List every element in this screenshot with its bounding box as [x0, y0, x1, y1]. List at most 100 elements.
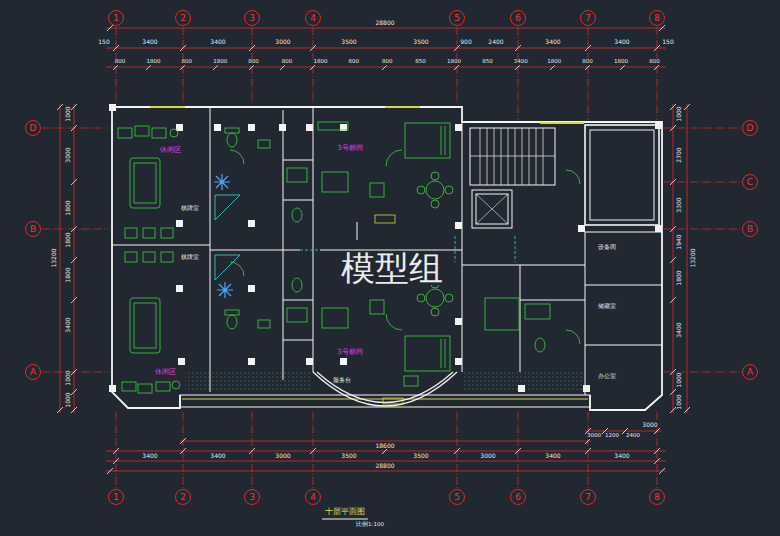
stair-steps — [470, 128, 555, 185]
dimension-text: 1800 — [65, 199, 71, 216]
scale-note: 比例1:100 — [355, 522, 385, 528]
dimension-text: 800 — [247, 59, 260, 65]
dimension-text: 600 — [348, 59, 361, 65]
dimension-text: 3500 — [340, 39, 357, 45]
dimension-text: 1800 — [145, 59, 161, 65]
axis-label: D — [747, 124, 754, 133]
axis-bubble: D — [742, 120, 758, 136]
room-name: 储藏室 — [597, 303, 617, 309]
balcony — [180, 372, 590, 407]
balcony-rail — [182, 399, 588, 400]
axis-bubble: 8 — [649, 489, 665, 505]
balcony-slab — [180, 395, 590, 407]
axis-label: 6 — [515, 493, 521, 502]
dimension-text: 800 — [648, 59, 661, 65]
walls — [112, 107, 662, 410]
axis-bubble: 6 — [510, 489, 526, 505]
dimension-lines — [57, 25, 690, 474]
planter-hatch — [462, 372, 582, 392]
dimension-text: 1800 — [546, 59, 562, 65]
axis-bubble: B — [25, 221, 41, 237]
dimension-text: 900 — [459, 39, 472, 45]
axis-bubble: A — [25, 364, 41, 380]
dimension-text: 1800 — [676, 269, 682, 286]
axis-label: A — [30, 368, 36, 377]
grid-lines — [42, 27, 741, 488]
elevator-cross — [476, 194, 508, 224]
dimension-text: 3000 — [479, 453, 496, 459]
inner-wall — [112, 107, 662, 395]
dimension-text: 2400 — [625, 433, 641, 439]
room-name: 办公室 — [597, 373, 617, 379]
axis-bubble: A — [742, 364, 758, 380]
dimension-text: 800 — [114, 59, 127, 65]
drawing-title: 十层平面图 — [324, 508, 366, 516]
axis-label: 6 — [515, 14, 521, 23]
dimension-text: 3400 — [513, 59, 529, 65]
dimension-text: 1000 — [676, 105, 682, 122]
axis-bubble: 4 — [305, 489, 321, 505]
axis-label: 8 — [654, 14, 660, 23]
dimension-text: 3400 — [544, 453, 561, 459]
dimension-text: 3500 — [412, 453, 429, 459]
axis-bubble: 2 — [175, 489, 191, 505]
dimension-text: 3400 — [141, 39, 158, 45]
axis-bubble: D — [25, 120, 41, 136]
dimension-text: 800 — [181, 59, 194, 65]
dimension-text: 3500 — [412, 39, 429, 45]
dimension-text: 3000 — [641, 422, 658, 428]
room-name: 3号标间 — [336, 145, 363, 152]
dimension-line — [60, 104, 687, 413]
axis-label: 2 — [180, 493, 186, 502]
axis-label: A — [747, 368, 753, 377]
dimension-text: 1940 — [676, 233, 682, 250]
elevator — [472, 190, 512, 228]
dimension-text: 850 — [481, 59, 494, 65]
axis-label: 5 — [454, 493, 460, 502]
dimension-text: 3500 — [340, 453, 357, 459]
dimension-text: 150 — [661, 39, 674, 45]
dimension-text: 1000 — [65, 105, 71, 122]
dimension-text: 3000 — [274, 39, 291, 45]
dimension-text: 13200 — [51, 247, 57, 268]
dimension-text: 1800 — [65, 266, 71, 283]
room-name: 休闲区 — [159, 147, 182, 154]
furniture — [118, 122, 580, 404]
axis-bubble: 7 — [580, 489, 596, 505]
axis-bubble: 3 — [244, 489, 260, 505]
axis-bubble: 1 — [108, 10, 124, 26]
room-name: 棋牌室 — [180, 254, 200, 260]
watermark: 模型组 — [340, 251, 444, 285]
light-fixture — [214, 174, 233, 298]
dimension-text: 3300 — [676, 196, 682, 213]
axis-label: 8 — [654, 493, 660, 502]
dimension-text: 150 — [97, 39, 110, 45]
axis-bubble: 4 — [305, 10, 321, 26]
axis-bubble: 8 — [649, 10, 665, 26]
axis-bubble: 7 — [580, 10, 596, 26]
dimension-text: 1800 — [312, 59, 328, 65]
axis-label: 7 — [585, 14, 591, 23]
dimension-line — [106, 431, 666, 471]
dimension-text: 3400 — [209, 39, 226, 45]
dimension-text: 1000 — [676, 393, 682, 410]
dimension-text: 3400 — [209, 453, 226, 459]
dimension-text: 1200 — [604, 433, 620, 439]
shaft — [585, 125, 659, 225]
axis-bubble: 5 — [449, 489, 465, 505]
shaft-inner — [590, 130, 654, 220]
dimension-text: 800 — [281, 59, 294, 65]
dimension-text: 3000 — [65, 146, 71, 163]
dimension-text: 3400 — [613, 39, 630, 45]
columns — [109, 104, 662, 392]
axis-label: 7 — [585, 493, 591, 502]
axis-bubble: 5 — [449, 10, 465, 26]
stair — [470, 128, 555, 185]
window-line — [150, 107, 584, 123]
planter-hatch — [185, 372, 310, 392]
curved-wall — [313, 372, 457, 406]
dimension-text: 800 — [381, 59, 394, 65]
axis-label: D — [30, 124, 37, 133]
dimension-text: 3400 — [141, 453, 158, 459]
